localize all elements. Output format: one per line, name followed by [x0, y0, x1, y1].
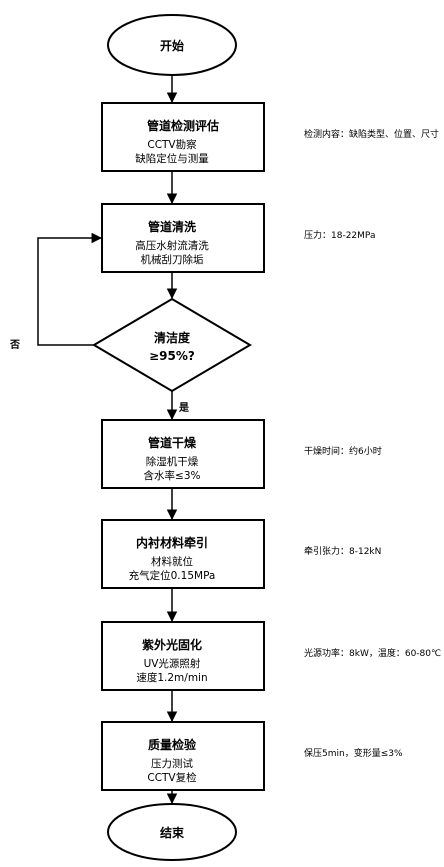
step-line: 除湿机干燥: [146, 455, 199, 468]
branch-yes-label: 是: [178, 402, 189, 414]
step-drying: 管道干燥 除湿机干燥 含水率≤3%: [101, 419, 265, 489]
branch-no-label: 否: [9, 339, 20, 351]
step-quality-check: 质量检验 压力测试 CCTV复检: [101, 721, 265, 791]
step-note: 光源功率：8kW，温度：60-80℃: [304, 647, 441, 659]
decision-line: 清洁度: [154, 330, 191, 345]
step-line: 机械刮刀除垢: [141, 253, 204, 266]
step-note: 压力：18-22MPa: [304, 229, 375, 241]
step-title: 管道干燥: [148, 435, 197, 450]
end-label: 结束: [160, 825, 185, 840]
step-line: 速度1.2m/min: [136, 671, 207, 684]
step-note: 干燥时间：约6小时: [304, 445, 382, 457]
step-liner-pulling: 内衬材料牵引 材料就位 充气定位0.15MPa: [101, 519, 265, 589]
end-terminal: 结束: [107, 803, 237, 861]
step-line: CCTV勘察: [147, 138, 197, 151]
step-line: CCTV复检: [147, 771, 197, 784]
step-line: 缺陷定位与测量: [135, 152, 209, 165]
decision-cleanliness: 清洁度 ≥95%?: [92, 297, 252, 393]
step-line: 含水率≤3%: [144, 469, 201, 482]
step-note: 牵引张力：8-12kN: [304, 545, 381, 557]
step-cleaning: 管道清洗 高压水射流清洗 机械刮刀除垢: [101, 203, 265, 273]
step-title: 紫外光固化: [142, 637, 202, 652]
step-uv-curing: 紫外光固化 UV光源照射 速度1.2m/min: [101, 621, 265, 691]
step-title: 质量检验: [148, 737, 197, 752]
step-title: 内衬材料牵引: [136, 535, 208, 550]
start-terminal: 开始: [107, 14, 237, 76]
step-note: 保压5min，变形量≤3%: [304, 747, 403, 759]
step-line: 高压水射流清洗: [135, 239, 209, 252]
step-title: 管道检测评估: [147, 118, 219, 133]
decision-line: ≥95%?: [149, 349, 195, 363]
step-note: 检测内容：缺陷类型、位置、尺寸: [304, 128, 439, 140]
step-title: 管道清洗: [148, 219, 196, 234]
arrow-decision-no-loop: [37, 232, 103, 346]
step-line: UV光源照射: [144, 657, 201, 670]
step-line: 充气定位0.15MPa: [129, 569, 216, 582]
start-label: 开始: [160, 38, 184, 53]
step-line: 压力测试: [151, 757, 193, 770]
step-inspection: 管道检测评估 CCTV勘察 缺陷定位与测量: [101, 102, 265, 172]
step-line: 材料就位: [151, 555, 193, 568]
